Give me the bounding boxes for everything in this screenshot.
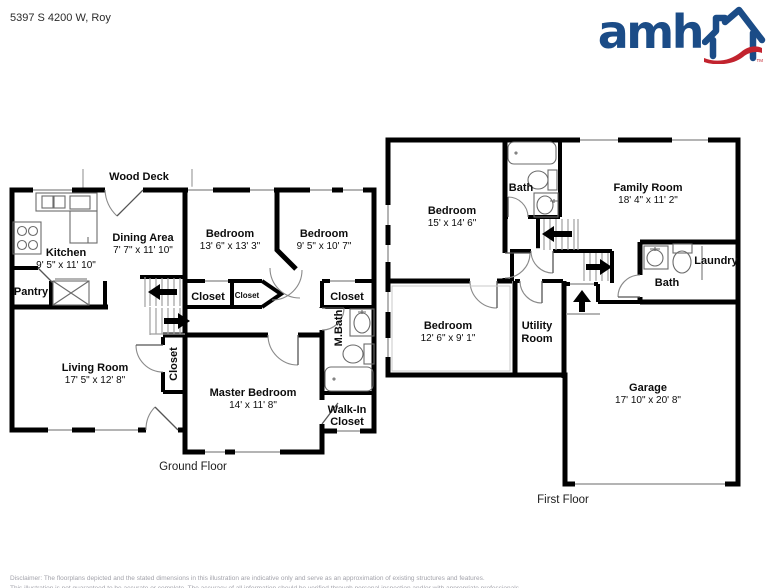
garage-label: Garage bbox=[629, 382, 667, 394]
wood-deck-rails bbox=[82, 169, 193, 189]
disclaimer-line-2: This illustration is not guaranteed to b… bbox=[10, 584, 521, 588]
bathtub-icon bbox=[507, 141, 557, 165]
ground-doors bbox=[37, 189, 345, 431]
kitchen-label: Kitchen bbox=[46, 247, 87, 259]
kitchen-fixtures bbox=[12, 192, 98, 306]
disclaimer-line-1: Disclaimer: The floorplans depicted and … bbox=[10, 575, 485, 582]
pantry-label: Pantry bbox=[14, 286, 49, 298]
first-stairs bbox=[542, 219, 612, 312]
sink-icon bbox=[533, 192, 559, 218]
bathtub-icon bbox=[324, 366, 374, 392]
master-label: Master Bedroom bbox=[210, 387, 297, 399]
laundry-label: Laundry bbox=[694, 255, 738, 267]
first-floor-plan: Bedroom 15' x 14' 6" Bath Family Room 18… bbox=[384, 136, 741, 506]
closet4-label: Closet bbox=[168, 347, 180, 381]
toilet-tank-icon bbox=[672, 243, 693, 254]
kitchen-sink-icon bbox=[41, 195, 54, 209]
bedroom3-label: Bedroom bbox=[428, 205, 477, 217]
ground-floor-caption: Ground Floor bbox=[159, 461, 227, 473]
master-dims: 14' x 11' 8" bbox=[229, 400, 277, 411]
utility-label-2: Room bbox=[521, 333, 552, 345]
first-windows bbox=[387, 139, 725, 485]
dining-dims: 7' 7" x 11' 10" bbox=[113, 245, 173, 256]
sink-icon bbox=[349, 308, 375, 337]
first-floor-caption: First Floor bbox=[537, 494, 589, 506]
closet3-label: Closet bbox=[330, 291, 364, 303]
walkin-label-1: Walk-In bbox=[328, 404, 367, 416]
bedroom2-dims: 9' 5" x 10' 7" bbox=[297, 241, 352, 252]
closet1-label: Closet bbox=[191, 291, 225, 303]
ground-stairs bbox=[144, 277, 190, 335]
family-dims: 18' 4" x 11' 2" bbox=[618, 195, 678, 206]
bath2-label: Bath bbox=[655, 277, 680, 289]
amh-house-icon: TM bbox=[702, 6, 766, 64]
garage-step-arrow bbox=[573, 290, 591, 302]
ground-windows bbox=[33, 189, 363, 453]
laundry-sink-icon bbox=[643, 245, 669, 270]
bedroom2-label: Bedroom bbox=[300, 228, 349, 240]
bedroom1-dims: 13' 6" x 13' 3" bbox=[200, 241, 261, 252]
bedroom1-label: Bedroom bbox=[206, 228, 255, 240]
toilet-icon bbox=[547, 169, 558, 191]
wood-deck-label: Wood Deck bbox=[109, 171, 170, 183]
stairs-up-arrow bbox=[148, 284, 160, 300]
stairs-down-arrow bbox=[178, 313, 190, 329]
amh-wordmark: amh bbox=[597, 5, 705, 59]
logo-swoosh bbox=[704, 46, 762, 64]
bedroom4-label: Bedroom bbox=[424, 320, 473, 332]
stairs-down-arrow bbox=[542, 226, 554, 242]
closet2-label: Closet bbox=[235, 291, 260, 300]
dining-label: Dining Area bbox=[112, 232, 174, 244]
toilet-icon bbox=[363, 343, 375, 365]
kitchen-dims: 9' 5" x 11' 10" bbox=[36, 260, 96, 271]
mbath-fixtures bbox=[324, 308, 375, 392]
bedroom4-dims: 12' 6" x 9' 1" bbox=[421, 333, 476, 344]
bath1-label: Bath bbox=[509, 182, 534, 194]
living-label: Living Room bbox=[62, 362, 129, 374]
bedroom3-dims: 15' x 14' 6" bbox=[428, 218, 477, 229]
property-address: 5397 S 4200 W, Roy bbox=[10, 12, 111, 24]
living-dims: 17' 5" x 12' 8" bbox=[65, 375, 126, 386]
family-label: Family Room bbox=[613, 182, 682, 194]
crossed-closet-box bbox=[52, 280, 90, 306]
first-outer-walls bbox=[385, 137, 741, 487]
walkin-label-2: Closet bbox=[330, 416, 364, 428]
logo-tm: TM bbox=[757, 58, 764, 63]
first-fixtures bbox=[391, 141, 703, 372]
ground-floor-plan: Wood Deck Kitchen 9' 5" x 11' 10" Dining… bbox=[9, 169, 377, 473]
stove-icon bbox=[12, 221, 42, 255]
disclaimer: Disclaimer: The floorplans depicted and … bbox=[10, 574, 784, 588]
garage-dims: 17' 10" x 20' 8" bbox=[615, 395, 681, 406]
bedroom4-floor-inset bbox=[391, 285, 511, 372]
amh-logo: amh TM bbox=[598, 6, 768, 64]
kitchen-counter bbox=[69, 210, 98, 244]
mbath-label: M.Bath bbox=[333, 309, 345, 346]
utility-label-1: Utility bbox=[522, 320, 553, 332]
stairs-up-arrow bbox=[600, 259, 612, 275]
